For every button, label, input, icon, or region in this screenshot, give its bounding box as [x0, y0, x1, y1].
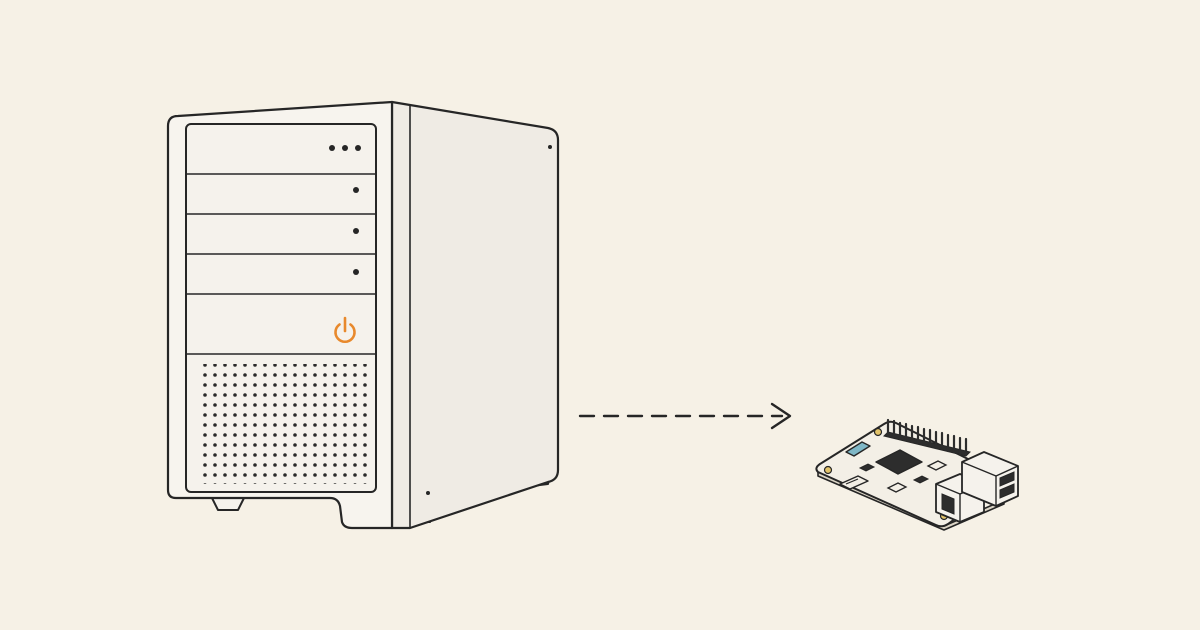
usb-ports: [961, 451, 1019, 507]
dashed-arrow-right-icon: [578, 402, 792, 430]
tower-side-panel: [390, 100, 560, 530]
bay-led-icon: [353, 228, 359, 234]
usb-power-port: [839, 475, 869, 490]
gpio-pins: [886, 418, 968, 457]
server-tower-icon: [166, 100, 560, 530]
soc-chip: [875, 449, 923, 475]
single-board-computer-icon: [815, 418, 1019, 531]
bay-led-icon: [353, 269, 359, 275]
power-icon: [334, 316, 356, 343]
vent-grille: [198, 364, 370, 484]
status-lights-icon: [329, 145, 361, 151]
bay-led-icon: [353, 187, 359, 193]
display-connector: [845, 441, 871, 457]
